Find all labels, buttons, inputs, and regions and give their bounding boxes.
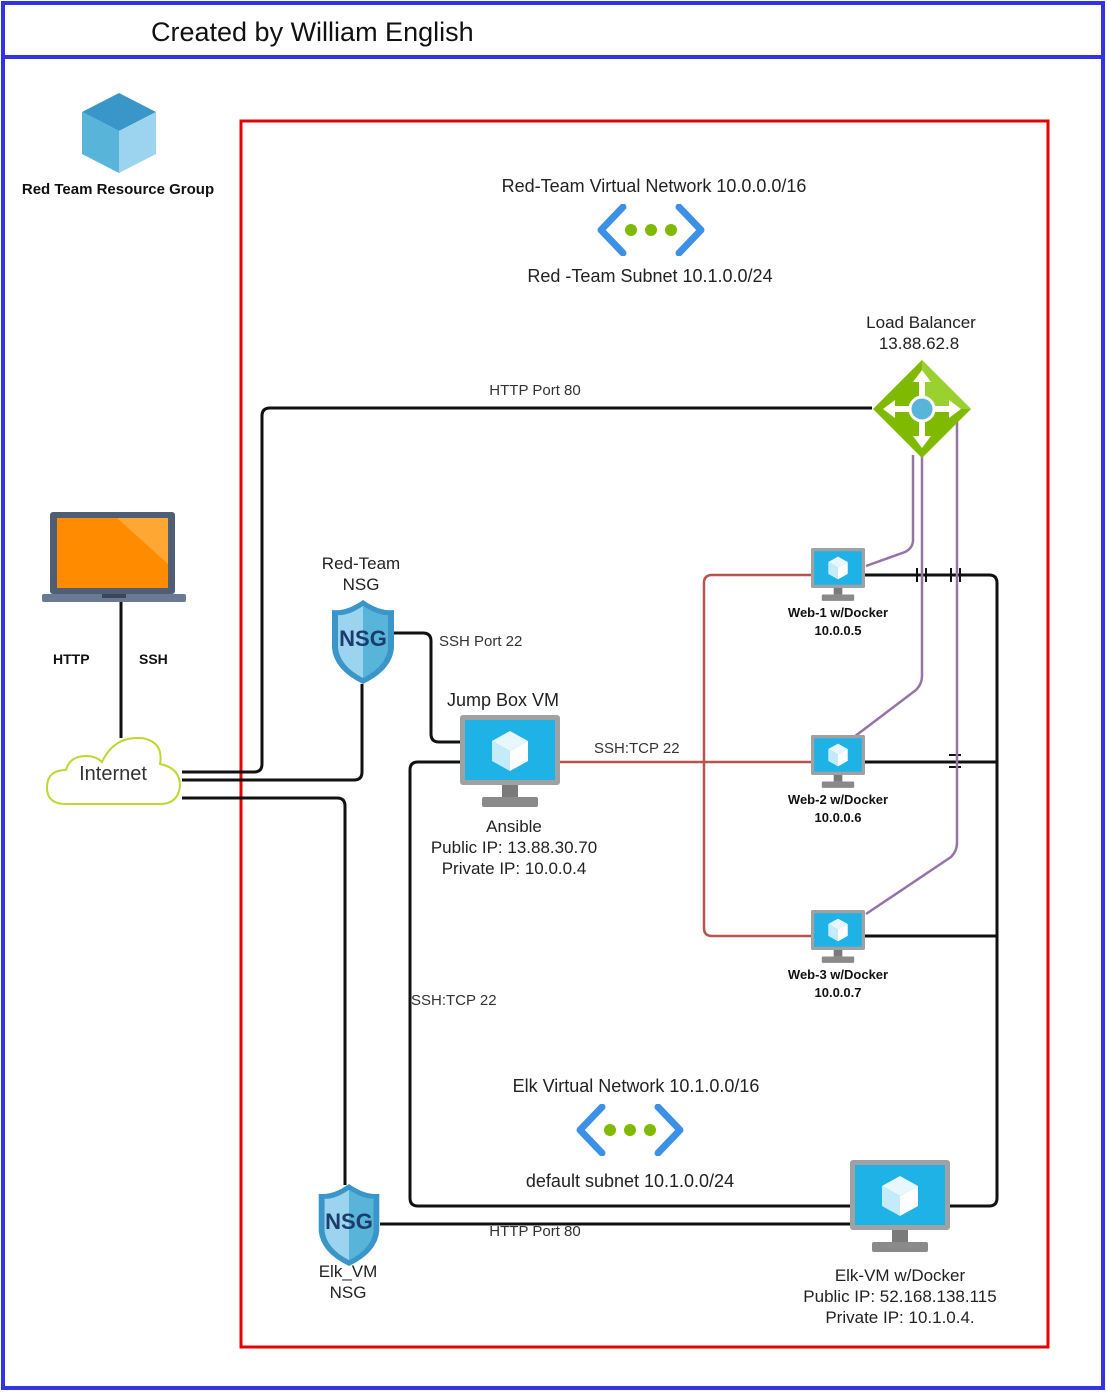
load-balancer-icon[interactable] <box>871 358 973 460</box>
web1-name: Web-1 w/Docker <box>787 605 889 620</box>
jumpbox-to-web1-ssh-line <box>702 573 812 938</box>
internet-to-lb-line <box>182 406 872 774</box>
cloud-icon <box>45 736 182 805</box>
lb-to-web1-line <box>865 455 915 568</box>
elk-nsg-icon[interactable]: NSG <box>316 1182 382 1268</box>
elk-nsg-badge: NSG <box>325 1209 373 1234</box>
elk-nsg-label-line2: NSG <box>329 1283 367 1302</box>
laptop-icon[interactable] <box>42 512 186 604</box>
red-vnet-title: Red-Team Virtual Network 10.0.0.0/16 <box>501 176 807 196</box>
http-elk-connection-label: HTTP Port 80 <box>489 1223 581 1240</box>
web1-vm-icon[interactable] <box>811 548 865 602</box>
http-lb-connection-label: HTTP Port 80 <box>489 382 581 399</box>
elk-vm-icon[interactable] <box>850 1160 950 1254</box>
internet-to-elk-nsg-line <box>182 796 347 1185</box>
red-nsg-label-line2: NSG <box>342 575 380 594</box>
red-nsg-label-line1: Red-Team <box>321 554 401 573</box>
web2-name: Web-2 w/Docker <box>787 792 889 807</box>
red-nsg-badge: NSG <box>339 626 387 651</box>
ssh-label: SSH <box>139 651 168 667</box>
web3-vm-icon[interactable] <box>811 910 865 964</box>
jumpbox-public-ip: Public IP: 13.88.30.70 <box>430 838 598 857</box>
jumpbox-vm-icon[interactable] <box>460 715 560 809</box>
red-nsg-icon[interactable]: NSG <box>330 598 396 686</box>
elk-vm-public-ip: Public IP: 52.168.138.115 <box>803 1287 997 1306</box>
lb-to-web3-line <box>865 420 959 916</box>
jumpbox-to-elkvm-line <box>408 760 852 1208</box>
outer-frame <box>1 55 1105 1390</box>
page-title: Created by William English <box>151 17 474 47</box>
red-vnet-icon <box>597 204 705 256</box>
web-to-elk-trunk-line <box>862 573 999 1208</box>
ssh-elk-connection-label: SSH:TCP 22 <box>411 992 497 1009</box>
ssh-web-connection-label: SSH:TCP 22 <box>594 740 680 757</box>
lb-name: Load Balancer <box>866 313 976 332</box>
elk-vm-private-ip: Private IP: 10.1.0.4. <box>825 1308 975 1327</box>
resource-group-boundary <box>239 119 1050 1349</box>
elk-subnet-label: default subnet 10.1.0.0/24 <box>525 1171 735 1191</box>
internet-label: Internet <box>79 763 147 785</box>
elk-vm-name: Elk-VM w/Docker <box>834 1266 966 1285</box>
http-label: HTTP <box>53 651 90 667</box>
web3-name: Web-3 w/Docker <box>787 967 889 982</box>
web1-ip: 10.0.0.5 <box>814 623 862 638</box>
jumpbox-title: Jump Box VM <box>446 690 560 710</box>
web2-vm-icon[interactable] <box>811 735 865 789</box>
resource-group-cube-icon <box>82 93 156 173</box>
elk-vnet-icon <box>576 1104 684 1156</box>
jumpbox-private-ip: Private IP: 10.0.0.4 <box>441 859 587 878</box>
web2-ip: 10.0.0.6 <box>814 810 862 825</box>
red-subnet-label: Red -Team Subnet 10.1.0.0/24 <box>527 266 773 286</box>
elk-nsg-label-line1: Elk_VM <box>318 1262 378 1281</box>
lb-ip: 13.88.62.8 <box>878 334 960 353</box>
lb-to-web2-line <box>849 455 924 741</box>
ssh-nsg-connection-label: SSH Port 22 <box>439 633 523 650</box>
internet-to-red-nsg-line <box>182 684 364 782</box>
resource-group-label: Red Team Resource Group <box>21 181 215 198</box>
red-nsg-to-jumpbox-line <box>388 631 462 744</box>
web3-ip: 10.0.0.7 <box>814 985 862 1000</box>
jumpbox-name: Ansible <box>486 817 542 836</box>
elk-vnet-title: Elk Virtual Network 10.1.0.0/16 <box>512 1076 760 1096</box>
